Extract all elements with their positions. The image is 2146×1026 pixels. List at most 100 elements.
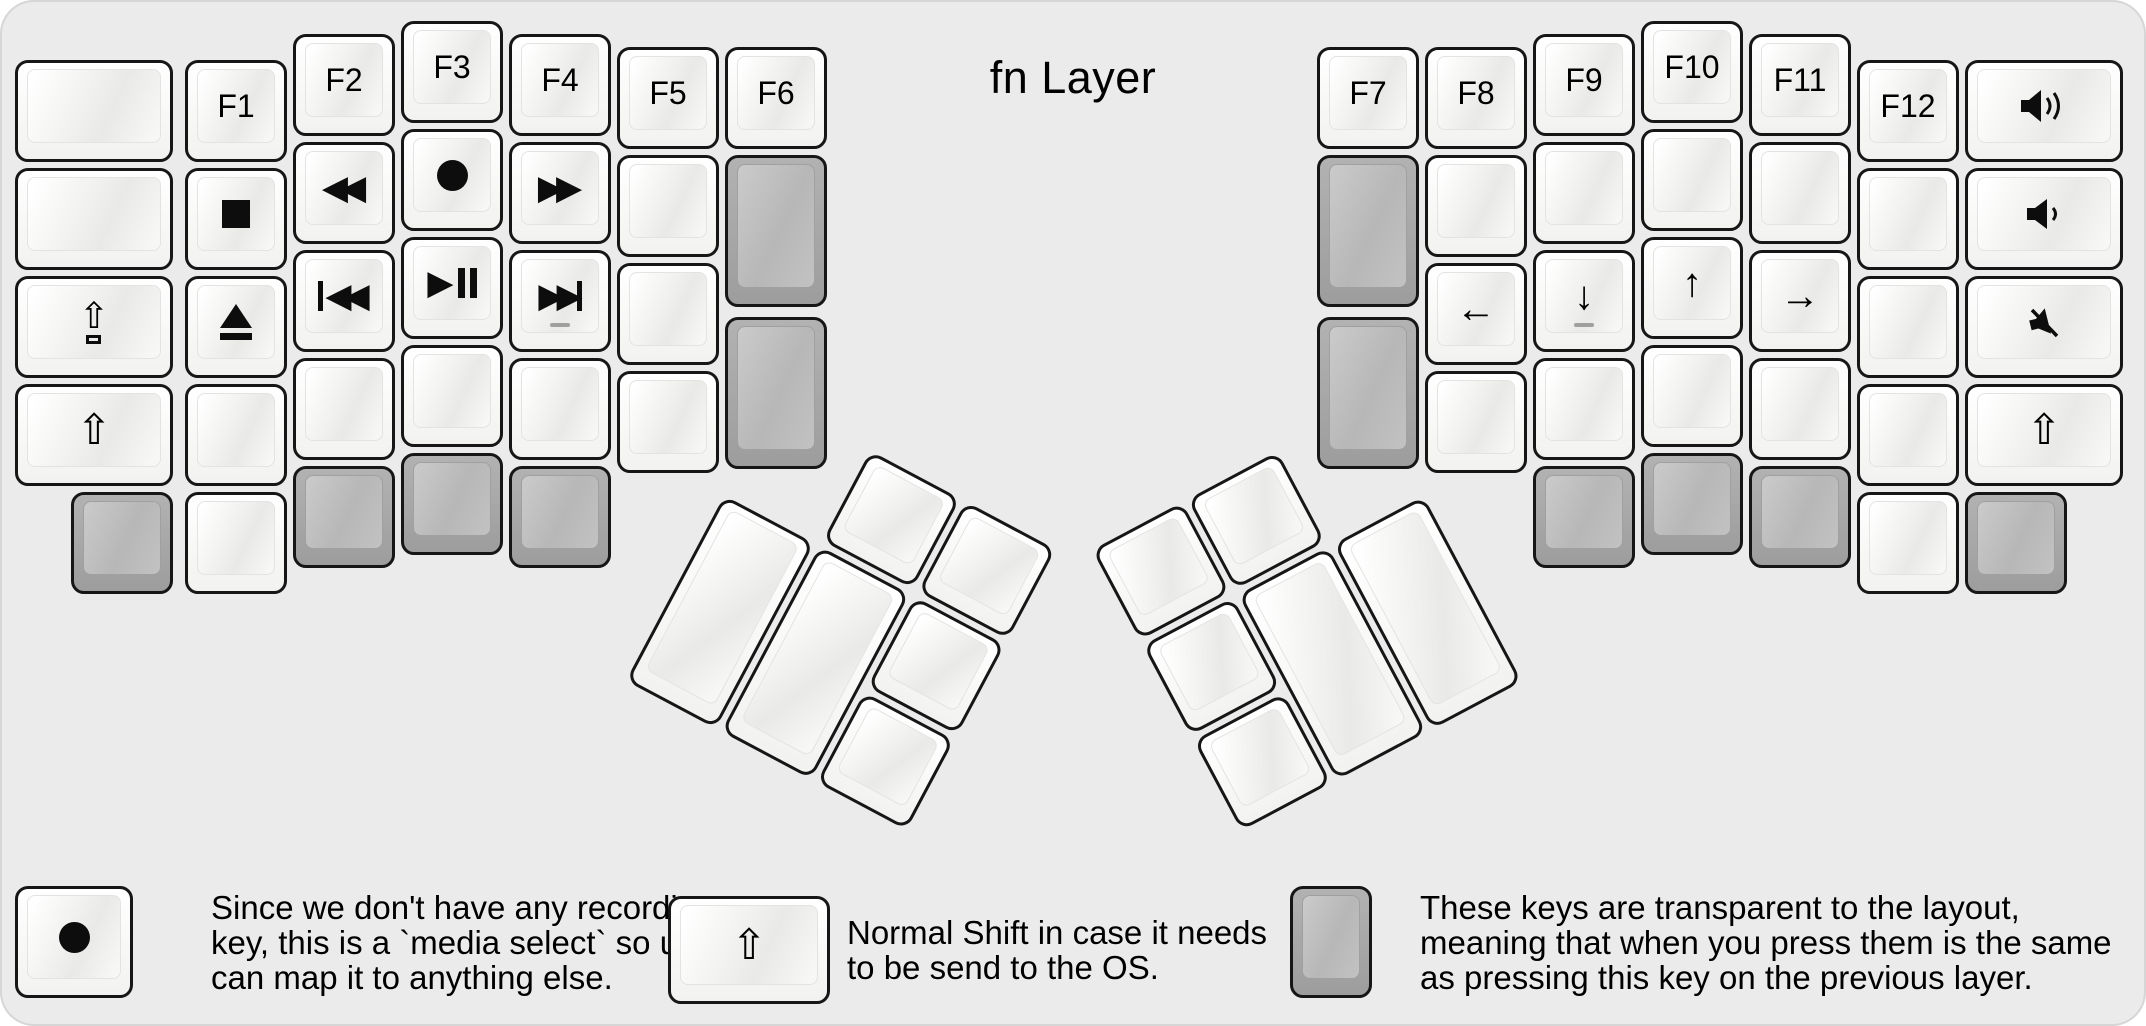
legend-text-normal-shift: Normal Shift in case it needs to be send… [847, 914, 1268, 986]
key-blank[interactable] [293, 358, 395, 460]
keytop [835, 705, 940, 808]
key-label: F1 [217, 88, 255, 124]
keytop [521, 367, 599, 441]
key-volume-down[interactable] [1965, 168, 2123, 270]
key-f10[interactable]: F10 [1641, 21, 1743, 123]
key-transparent[interactable] [725, 317, 827, 469]
key-f7[interactable]: F7 [1317, 47, 1419, 149]
key-blank[interactable] [1857, 276, 1959, 378]
keytop [1208, 706, 1312, 809]
key-blank[interactable] [1641, 129, 1743, 231]
key-next-track[interactable]: ▶▶ [509, 250, 611, 352]
key-blank[interactable] [1857, 168, 1959, 270]
key-f12[interactable]: F12 [1857, 60, 1959, 162]
key-mute[interactable] [1965, 276, 2123, 378]
key-blank[interactable] [1749, 358, 1851, 460]
key-blank[interactable] [617, 155, 719, 257]
key-caps-lock[interactable]: ⇧ [15, 276, 173, 378]
key-transparent[interactable] [725, 155, 827, 307]
key-arrow-right[interactable]: → [1749, 250, 1851, 352]
key-blank[interactable] [1749, 142, 1851, 244]
key-f5[interactable]: F5 [617, 47, 719, 149]
keytop [413, 354, 491, 428]
key-transparent[interactable] [293, 466, 395, 568]
keytop: F11 [1761, 43, 1839, 117]
keytop [197, 177, 275, 251]
legend-item-normal-shift: ⇧ Normal Shift in case it needs to be se… [668, 896, 1267, 1004]
key-blank[interactable] [401, 345, 503, 447]
key-arrow-up[interactable]: ↑ [1641, 237, 1743, 339]
key-blank[interactable] [15, 60, 173, 162]
key-stop[interactable] [185, 168, 287, 270]
key-blank[interactable] [617, 371, 719, 473]
keytop [197, 501, 275, 575]
keytop: ← [1437, 272, 1515, 346]
shift-icon: ⇧ [731, 921, 767, 969]
key-blank[interactable] [1857, 492, 1959, 594]
key-volume-up[interactable] [1965, 60, 2123, 162]
key-f1[interactable]: F1 [185, 60, 287, 162]
key-f11[interactable]: F11 [1749, 34, 1851, 136]
keytop [27, 177, 161, 251]
keytop [305, 367, 383, 441]
key-blank[interactable] [1425, 155, 1527, 257]
keytop [1761, 367, 1839, 441]
key-shift[interactable]: ⇧ [1965, 384, 2123, 486]
key-blank[interactable] [1425, 371, 1527, 473]
legend-text-media-select: Since we don't have any recording key, t… [211, 888, 724, 996]
key-shift[interactable]: ⇧ [15, 384, 173, 486]
key-rewind[interactable]: ◀◀ [293, 142, 395, 244]
key-transparent[interactable] [1533, 466, 1635, 568]
homing-bar-icon [550, 323, 570, 327]
transparent-key-sample [1290, 886, 1372, 998]
key-f4[interactable]: F4 [509, 34, 611, 136]
key-eject[interactable] [185, 276, 287, 378]
key-f3[interactable]: F3 [401, 21, 503, 123]
keytop: F10 [1653, 30, 1731, 104]
key-label: F8 [1457, 75, 1495, 111]
key-transparent[interactable] [1641, 453, 1743, 555]
shift-icon: ⇧ [76, 406, 112, 454]
key-blank[interactable] [509, 358, 611, 460]
keytop [197, 285, 275, 359]
key-f6[interactable]: F6 [725, 47, 827, 149]
keytop [1761, 151, 1839, 225]
key-transparent[interactable] [1965, 492, 2067, 594]
key-label: F3 [433, 49, 471, 85]
key-blank[interactable] [1857, 384, 1959, 486]
key-transparent[interactable] [1749, 466, 1851, 568]
key-blank[interactable] [1533, 142, 1635, 244]
record-icon [436, 159, 468, 191]
key-transparent[interactable] [71, 492, 173, 594]
key-record[interactable] [401, 129, 503, 231]
key-transparent[interactable] [509, 466, 611, 568]
key-prev-track[interactable]: ◀◀ [293, 250, 395, 352]
key-transparent[interactable] [1317, 155, 1419, 307]
key-f8[interactable]: F8 [1425, 47, 1527, 149]
key-blank[interactable] [185, 492, 287, 594]
key-transparent[interactable] [1317, 317, 1419, 469]
key-transparent[interactable] [401, 453, 503, 555]
keytop [1329, 326, 1407, 450]
key-blank[interactable] [1641, 345, 1743, 447]
key-blank[interactable] [15, 168, 173, 270]
homing-bar-icon [1574, 323, 1594, 327]
key-arrow-down[interactable]: ↓ [1533, 250, 1635, 352]
key-fast-forward[interactable]: ▶▶ [509, 142, 611, 244]
key-play-pause[interactable]: ▶ [401, 237, 503, 339]
key-f9[interactable]: F9 [1533, 34, 1635, 136]
key-blank[interactable] [617, 263, 719, 365]
keytop [27, 895, 121, 979]
keytop [1437, 164, 1515, 238]
keytop: ▶ [413, 246, 491, 320]
key-blank[interactable] [1533, 358, 1635, 460]
key-f2[interactable]: F2 [293, 34, 395, 136]
key-blank[interactable] [185, 384, 287, 486]
keytop: ▶▶ [521, 259, 599, 333]
keytop: F1 [197, 69, 275, 143]
keytop: F3 [413, 30, 491, 104]
keytop [1157, 611, 1262, 714]
key-arrow-left[interactable]: ← [1425, 263, 1527, 365]
keytop [937, 514, 1041, 617]
keytop [1437, 380, 1515, 454]
